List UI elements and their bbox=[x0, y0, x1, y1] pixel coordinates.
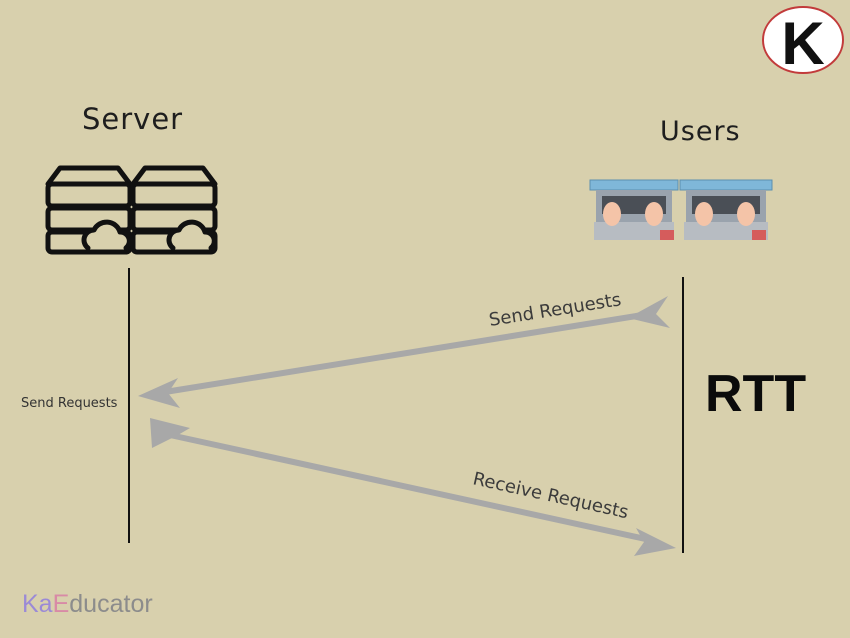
brand-logo-icon: K bbox=[762, 6, 844, 74]
rtt-label: RTT bbox=[705, 365, 807, 423]
arrow-label-receive: Receive Requests bbox=[471, 468, 630, 523]
laptop-typing-icon bbox=[589, 179, 773, 240]
users-title: Users bbox=[660, 116, 741, 147]
brand-part-3: ducator bbox=[69, 590, 153, 618]
brand-part-2: E bbox=[52, 590, 70, 618]
arrow-label-send: Send Requests bbox=[487, 289, 622, 331]
brand-wordmark: KaEducator bbox=[22, 590, 153, 619]
send-request-arrow bbox=[138, 296, 670, 408]
server-title: Server bbox=[82, 102, 184, 136]
server-side-label: Send Requests bbox=[21, 396, 118, 411]
logo-letter: K bbox=[781, 10, 824, 74]
server-rack-cloud-icon bbox=[45, 165, 218, 255]
brand-part-1: Ka bbox=[22, 590, 53, 618]
receive-request-arrow bbox=[150, 418, 676, 556]
